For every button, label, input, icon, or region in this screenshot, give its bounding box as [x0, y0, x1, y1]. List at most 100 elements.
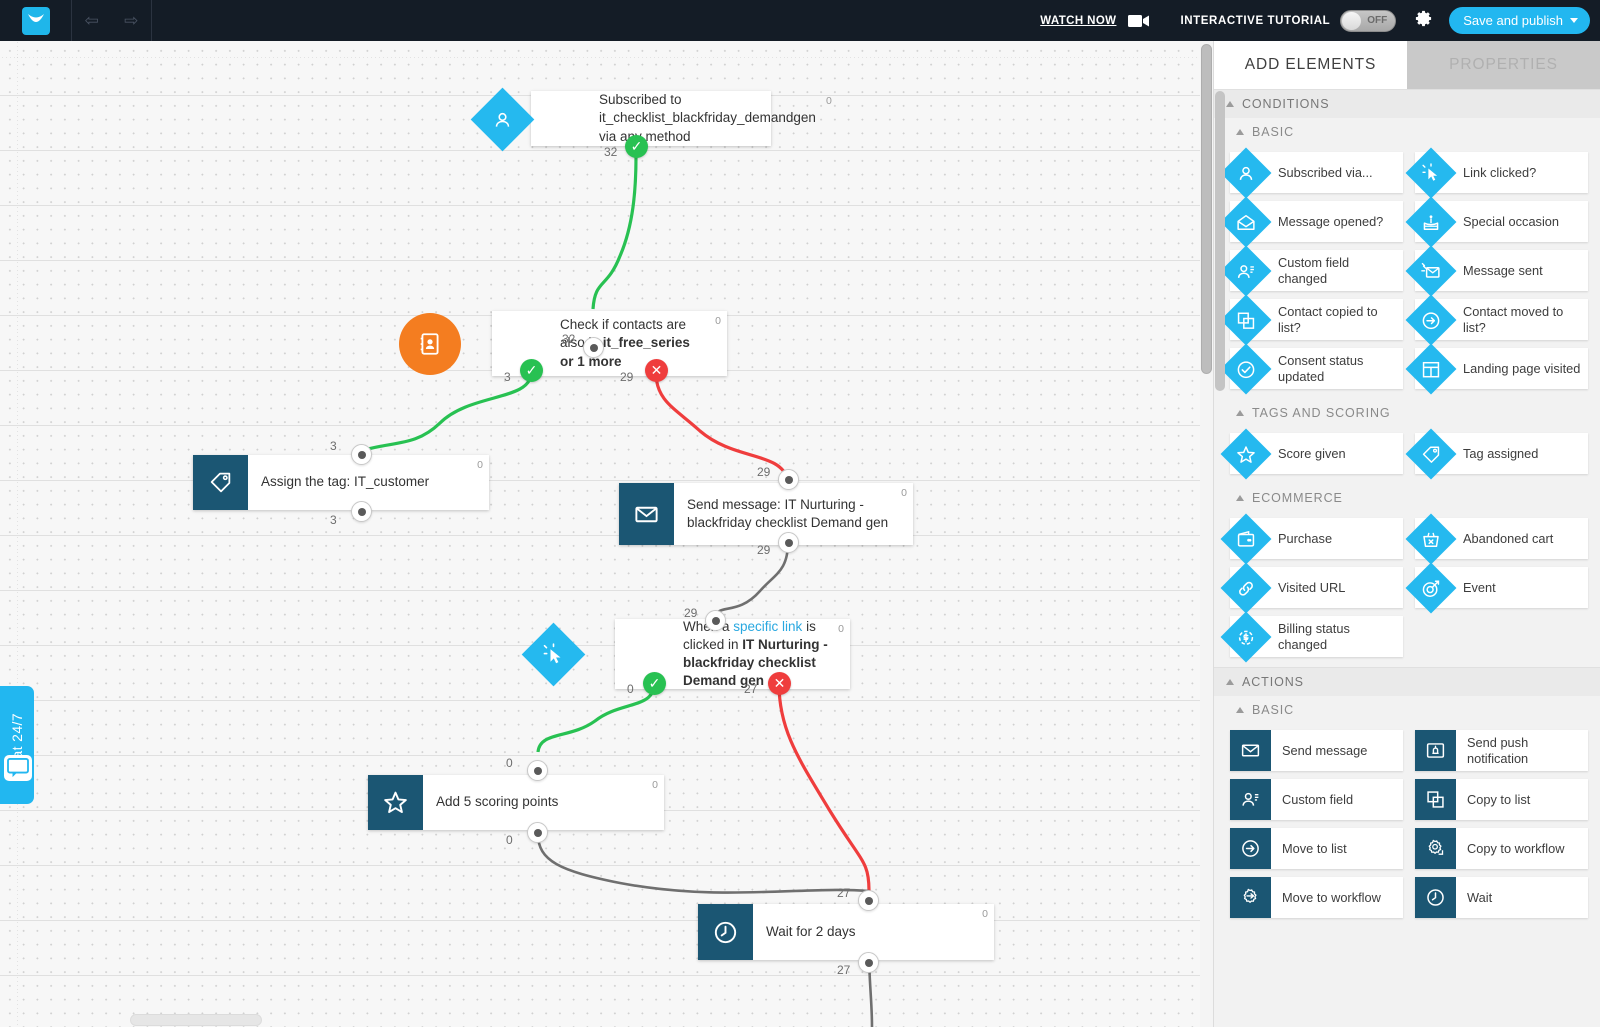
workflow-node-send-message[interactable]: 0 Send message: IT Nurturing - blackfrid… — [619, 483, 913, 545]
port-out-n6[interactable] — [527, 822, 548, 843]
element-tile-send-message[interactable]: Send message — [1230, 730, 1403, 771]
port-in-n3[interactable] — [351, 444, 372, 465]
tile-icon-diamond — [1220, 562, 1272, 613]
port-no-n2[interactable]: ✕ — [645, 359, 668, 382]
element-tile-special-occasion[interactable]: Special occasion — [1405, 196, 1588, 247]
node-shape-circle-check[interactable] — [398, 312, 462, 376]
port-label-n4-in: 29 — [757, 465, 771, 479]
element-tile-tag-assigned[interactable]: Tag assigned — [1405, 428, 1588, 479]
tile-label: Message opened? — [1278, 213, 1384, 229]
element-tile-contact-moved-to-list[interactable]: Contact moved to list? — [1405, 294, 1588, 345]
logo-container — [0, 0, 72, 41]
specific-link[interactable]: specific link — [733, 618, 803, 634]
panel-subsection-header-basic[interactable]: BASIC — [1214, 696, 1600, 724]
chat-tab-button[interactable]: Chat 24/7 — [0, 686, 34, 804]
gear-icon[interactable] — [1414, 9, 1433, 33]
save-and-publish-button[interactable]: Save and publish — [1449, 7, 1590, 34]
tile-label: Link clicked? — [1463, 164, 1537, 180]
element-tile-landing-page-visited[interactable]: Landing page visited — [1405, 343, 1588, 394]
node-shape-diamond-link[interactable] — [521, 622, 585, 686]
workflow-node-wait[interactable]: 0 Wait for 2 days — [698, 904, 994, 960]
port-in-n7[interactable] — [858, 890, 879, 911]
element-tile-custom-field-changed[interactable]: Custom field changed — [1220, 245, 1403, 296]
undo-arrow-icon[interactable]: ⇦ — [84, 11, 99, 30]
port-label-n2-in: 32 — [562, 332, 576, 346]
tile-label: Copy to list — [1467, 791, 1531, 807]
toolbar-actions: WATCH NOW INTERACTIVE TUTORIAL OFF Save … — [1040, 0, 1600, 41]
tile-icon-square — [1230, 730, 1271, 771]
element-tile-message-opened[interactable]: Message opened? — [1220, 196, 1403, 247]
node-shape-diamond-subscribed[interactable] — [470, 87, 534, 151]
workflow-node-subscribed[interactable]: 0 Subscribed to it_checklist_blackfriday… — [531, 91, 832, 146]
panel-section-label: ACTIONS — [1242, 675, 1304, 689]
element-tile-copy-to-workflow[interactable]: Copy to workflow — [1415, 828, 1588, 869]
element-tile-custom-field[interactable]: Custom field — [1230, 779, 1403, 820]
workflow-node-assign-tag[interactable]: 0 Assign the tag: IT_customer — [193, 455, 489, 510]
workflow-canvas[interactable]: 0 Subscribed to it_checklist_blackfriday… — [0, 41, 1200, 1027]
element-tile-wait[interactable]: Wait — [1415, 877, 1588, 918]
tab-properties[interactable]: PROPERTIES — [1407, 41, 1600, 89]
interactive-tutorial-toggle[interactable]: OFF — [1340, 9, 1397, 32]
element-tile-subscribed-via[interactable]: Subscribed via... — [1220, 147, 1403, 198]
node-icon-envelope — [619, 483, 674, 545]
redo-arrow-icon[interactable]: ⇨ — [124, 11, 139, 30]
port-in-n5[interactable] — [705, 610, 726, 631]
panel-vertical-scrollbar[interactable] — [1215, 91, 1225, 391]
watch-now-link[interactable]: WATCH NOW — [1040, 14, 1117, 27]
port-yes-n1[interactable]: ✓ — [625, 135, 648, 158]
element-tile-send-push-notification[interactable]: Send push notification — [1415, 730, 1588, 771]
element-tile-copy-to-list[interactable]: Copy to list — [1415, 779, 1588, 820]
element-tile-visited-url[interactable]: Visited URL — [1220, 562, 1403, 613]
workflow-node-check-contacts[interactable]: 0 Check if contacts are also in it_free_… — [492, 311, 727, 376]
tile-icon-square — [1230, 779, 1271, 820]
chevron-up-icon — [1226, 101, 1234, 107]
canvas-horizontal-scrollbar[interactable] — [130, 1014, 262, 1026]
element-tile-message-sent[interactable]: Message sent — [1405, 245, 1588, 296]
node-label: When a specific link is clicked in IT Nu… — [683, 618, 828, 691]
panel-subsection-header-ecommerce[interactable]: ECOMMERCE — [1214, 484, 1600, 512]
getresponse-logo-icon[interactable] — [21, 6, 50, 35]
panel-section-header-conditions[interactable]: CONDITIONS — [1214, 89, 1600, 118]
port-yes-n2[interactable]: ✓ — [520, 359, 543, 382]
node-label: Assign the tag: IT_customer — [261, 474, 430, 490]
tab-add-elements[interactable]: ADD ELEMENTS — [1214, 41, 1407, 89]
port-yes-n5[interactable]: ✓ — [643, 672, 666, 695]
chat-bubble-icon[interactable] — [4, 755, 32, 781]
element-tile-link-clicked[interactable]: Link clicked? — [1405, 147, 1588, 198]
tile-label: Event — [1463, 579, 1496, 595]
video-camera-icon[interactable] — [1128, 14, 1150, 28]
element-tile-contact-copied-to-list[interactable]: Contact copied to list? — [1220, 294, 1403, 345]
chevron-down-icon — [1570, 18, 1578, 23]
clock-icon — [1425, 887, 1446, 908]
canvas-vertical-scrollbar[interactable] — [1201, 44, 1212, 374]
connector-wires — [360, 155, 874, 1027]
tile-icon-diamond — [1220, 196, 1272, 247]
tile-label: Contact moved to list? — [1463, 304, 1564, 335]
element-tile-purchase[interactable]: Purchase — [1220, 513, 1403, 564]
element-tile-event[interactable]: Event — [1405, 562, 1588, 613]
element-tile-move-to-list[interactable]: Move to list — [1230, 828, 1403, 869]
panel-subsection-header-basic[interactable]: BASIC — [1214, 118, 1600, 146]
workflow-node-add-score[interactable]: 0 Add 5 scoring points — [368, 775, 664, 830]
port-no-n5[interactable]: ✕ — [768, 672, 791, 695]
tile-icon-diamond — [1220, 294, 1272, 345]
star-icon — [384, 791, 407, 814]
element-tile-billing-status-changed[interactable]: Billing status changed — [1220, 611, 1403, 662]
port-in-n4[interactable] — [778, 469, 799, 490]
element-tile-consent-status-updated[interactable]: Consent status updated — [1220, 343, 1403, 394]
panel-subsection-header-tags-and-scoring[interactable]: TAGS AND SCORING — [1214, 399, 1600, 427]
element-tile-move-to-workflow[interactable]: Move to workflow — [1230, 877, 1403, 918]
arrow-right-circle-icon — [1421, 309, 1442, 330]
port-out-n4[interactable] — [778, 532, 799, 553]
workflow-node-link-clicked[interactable]: 0 When a specific link is clicked in IT … — [615, 619, 850, 689]
interactive-tutorial-label: INTERACTIVE TUTORIAL — [1180, 14, 1331, 27]
element-tile-score-given[interactable]: Score given — [1220, 428, 1403, 479]
port-out-n7[interactable] — [858, 952, 879, 973]
port-in-n6[interactable] — [527, 760, 548, 781]
panel-section-header-actions[interactable]: ACTIONS — [1214, 667, 1600, 696]
tile-label: Visited URL — [1278, 579, 1346, 595]
element-tile-abandoned-cart[interactable]: Abandoned cart — [1405, 513, 1588, 564]
port-out-n3[interactable] — [351, 501, 372, 522]
port-in-n2[interactable] — [583, 337, 604, 358]
